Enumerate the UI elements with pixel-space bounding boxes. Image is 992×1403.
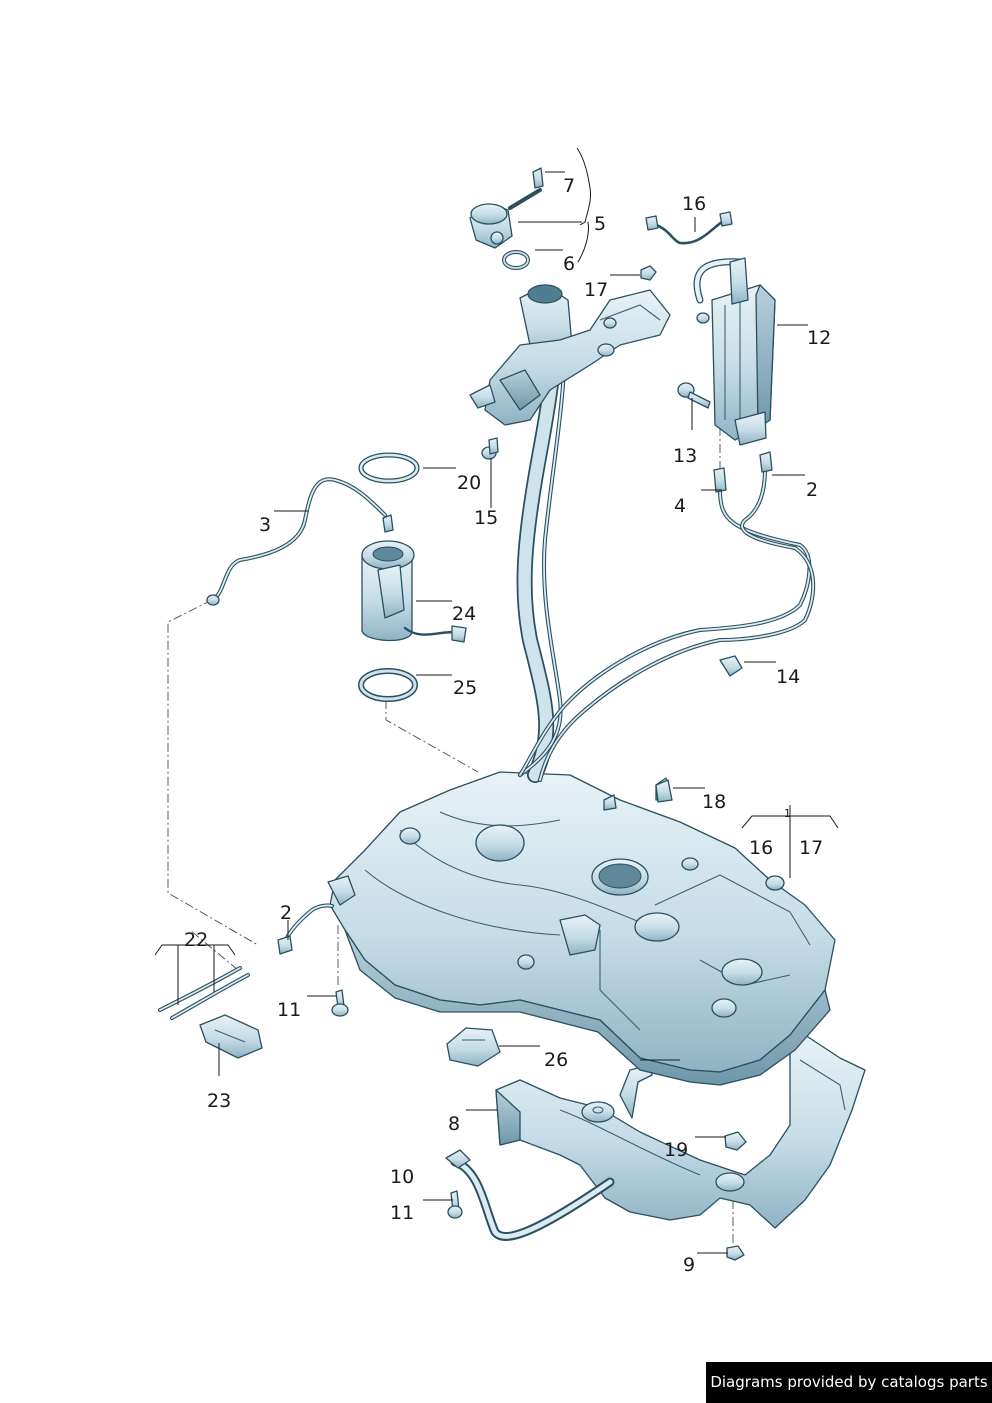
seal-25 <box>358 668 418 702</box>
callout-25: 25 <box>453 677 477 699</box>
callout-17-top: 17 <box>584 279 608 301</box>
fuel-tank <box>327 771 836 1086</box>
nut-19 <box>724 1131 747 1151</box>
callout-13: 13 <box>673 445 697 467</box>
credit-banner: Diagrams provided by catalogs parts <box>706 1362 992 1403</box>
callout-11-left: 11 <box>277 999 301 1021</box>
callout-22: 22 <box>184 929 208 951</box>
bracket-23 <box>199 1014 263 1059</box>
callout-24: 24 <box>452 603 476 625</box>
tank-strap <box>445 1149 615 1241</box>
callout-10: 10 <box>390 1166 414 1188</box>
callout-labels: 7 5 6 16 17 12 13 2 4 14 18 1 16 17 20 1… <box>184 175 831 1276</box>
callout-18: 18 <box>702 791 726 813</box>
nut-9 <box>726 1245 745 1261</box>
callout-26: 26 <box>544 1049 568 1071</box>
fuel-line-2-lower <box>277 903 334 955</box>
carbon-canister <box>693 257 776 446</box>
callout-9: 9 <box>683 1254 695 1276</box>
bolt-13 <box>677 382 711 409</box>
callout-16-right: 16 <box>749 837 773 859</box>
tank-shield <box>495 1034 866 1229</box>
bolt-11-left <box>331 989 349 1017</box>
callout-19: 19 <box>664 1139 688 1161</box>
fuel-lines <box>518 451 816 782</box>
fuel-lines-22 <box>158 966 250 1020</box>
filler-neck <box>469 284 671 783</box>
callout-1: 1 <box>784 807 791 820</box>
filler-seal <box>502 250 530 270</box>
bolt-15 <box>481 437 499 460</box>
callout-7: 7 <box>563 175 575 197</box>
callout-8: 8 <box>448 1113 460 1135</box>
callout-20: 20 <box>457 472 481 494</box>
callout-3: 3 <box>259 514 271 536</box>
leader-lines <box>154 147 839 1254</box>
callout-12: 12 <box>807 327 831 349</box>
filler-cap <box>469 167 544 249</box>
callout-17-right: 17 <box>799 837 823 859</box>
callout-5: 5 <box>594 213 606 235</box>
callout-23: 23 <box>207 1090 231 1112</box>
clip-17 <box>640 265 657 281</box>
bolt-11-lower <box>447 1190 463 1219</box>
callout-11-lower: 11 <box>390 1202 414 1224</box>
callout-4: 4 <box>674 495 686 517</box>
callout-15: 15 <box>474 507 498 529</box>
callout-2-lower: 2 <box>280 902 292 924</box>
canister-hose-16 <box>645 211 733 245</box>
callout-2-upper: 2 <box>806 479 818 501</box>
callout-6: 6 <box>563 253 575 275</box>
fuel-line-3 <box>206 477 387 606</box>
callout-14: 14 <box>776 666 800 688</box>
plug-18 <box>655 779 673 803</box>
locking-ring-20 <box>358 452 420 484</box>
callout-16-top: 16 <box>682 193 706 215</box>
fuel-pump-24 <box>361 514 467 643</box>
